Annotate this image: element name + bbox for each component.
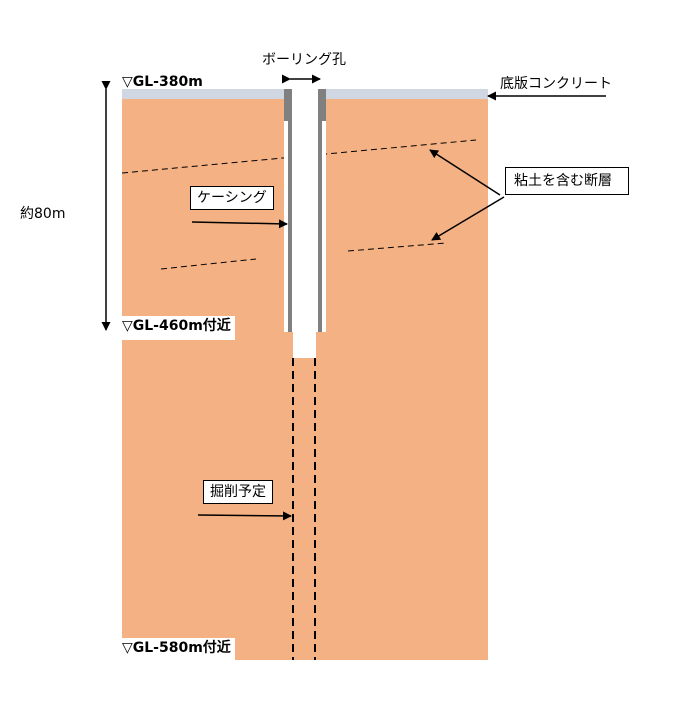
gl-460-label: ▽GL-460m付近: [120, 316, 235, 340]
concrete-label: 底版コンクリート: [500, 76, 612, 92]
fault-line-lower-left: [160, 258, 257, 270]
fault-pointer-arrow-upper: [429, 149, 501, 196]
fault-line-lower-right: [347, 242, 447, 252]
borehole-open-section: [293, 332, 316, 358]
casing-left-head: [284, 89, 292, 121]
casing-label-box: ケーシング: [190, 186, 274, 210]
diagram-title: ボーリング孔: [262, 52, 346, 68]
casing-left: [288, 121, 292, 332]
excavation-pointer-arrow: [197, 511, 292, 521]
gl-580-label: ▽GL-580m付近: [120, 638, 235, 660]
excavation-label-box: 掘削予定: [203, 480, 273, 504]
casing-pointer-arrow: [191, 219, 288, 229]
fault-pointer-arrow-lower: [431, 196, 505, 241]
casing-right: [318, 121, 322, 332]
fault-label-box: 粘土を含む断層: [505, 167, 629, 195]
depth-span-label: 約80m: [20, 206, 66, 222]
casing-right-head: [318, 89, 326, 121]
gl-380-label: ▽GL-380m: [122, 74, 203, 90]
